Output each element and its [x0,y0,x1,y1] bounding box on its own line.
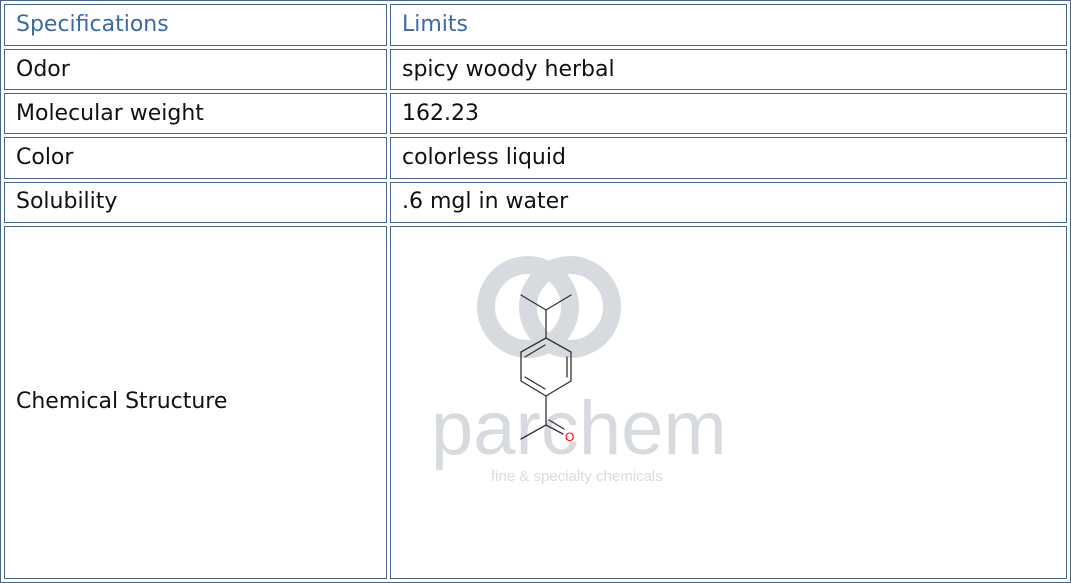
watermark-logo-icon [477,255,621,358]
table-row: Solubility .6 mgl in water [4,181,1067,223]
oxygen-atom-label: O [565,430,574,444]
molecule-skeleton [520,294,572,440]
row-label-solubility: Solubility [4,181,387,223]
header-limits: Limits [390,4,1067,47]
table-row: Molecular weight 162.23 [4,93,1067,135]
row-value-color: colorless liquid [390,137,1067,179]
row-label-molecular-weight: Molecular weight [4,93,387,135]
row-label-odor: Odor [4,49,387,91]
chemical-structure-image: parchem fine & specialty chemicals [431,255,727,485]
table-row: Chemical Structure parchem fine & specia… [4,225,1067,579]
table-row: Color colorless liquid [4,137,1067,179]
table-row: Odor spicy woody herbal [4,49,1067,91]
row-label-chemical-structure: Chemical Structure [4,225,387,579]
watermark-brand: parchem [431,386,727,471]
row-label-color: Color [4,137,387,179]
row-value-molecular-weight: 162.23 [390,93,1067,135]
header-specifications: Specifications [4,4,387,47]
chemical-structure-cell: parchem fine & specialty chemicals [390,225,1067,579]
header-row: Specifications Limits [4,4,1067,47]
row-value-odor: spicy woody herbal [390,49,1067,91]
watermark-tagline: fine & specialty chemicals [491,468,663,485]
row-value-solubility: .6 mgl in water [390,181,1067,223]
